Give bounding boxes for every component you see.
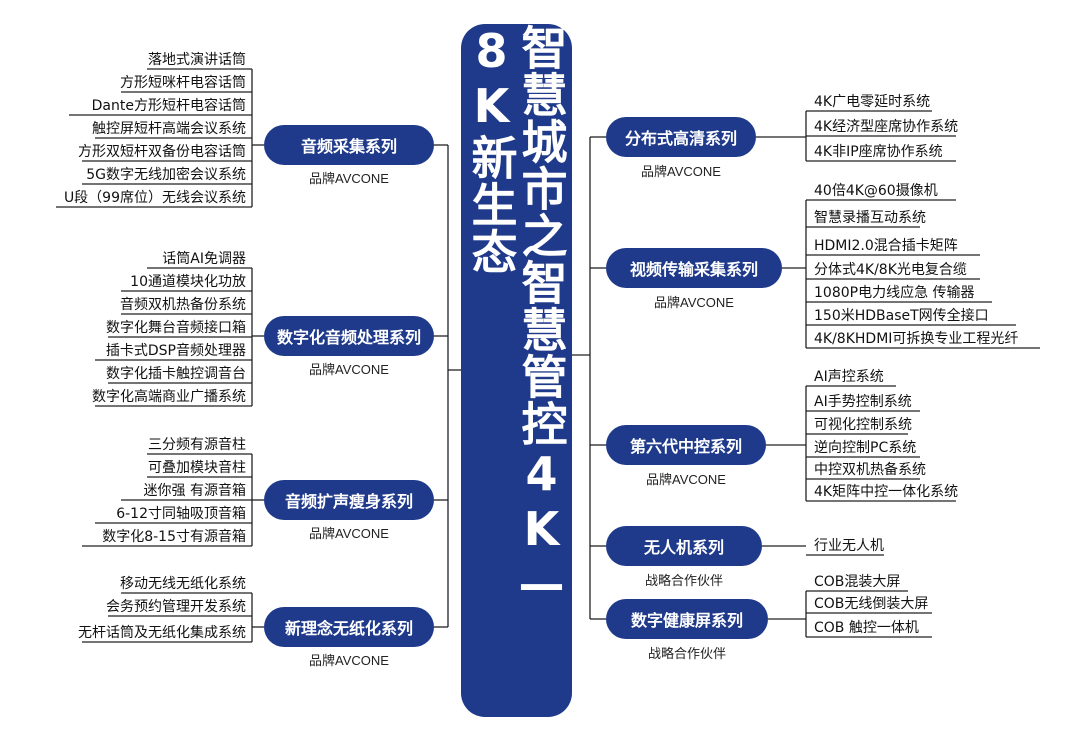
- list-item: 5G数字无线加密会议系统: [86, 167, 246, 183]
- central-title-panel: 智慧城市之智慧管控4K—8K新生态: [461, 24, 572, 717]
- list-item: 插卡式DSP音频处理器: [105, 343, 246, 359]
- list-item: 行业无人机: [814, 538, 884, 554]
- list-item: 方形短咪杆电容话筒: [120, 75, 246, 91]
- list-item: 数字化8-15寸有源音箱: [102, 529, 246, 545]
- list-item: COB 触控一体机: [814, 620, 919, 636]
- brand-label: 品牌AVCONE: [309, 526, 389, 541]
- list-item: 智慧录播互动系统: [814, 210, 926, 226]
- list-item: 可视化控制系统: [814, 417, 912, 433]
- list-item: AI手势控制系统: [814, 394, 912, 410]
- category-box-right: 第六代中控系列: [606, 425, 766, 465]
- list-item: 数字化插卡触控调音台: [106, 366, 246, 382]
- list-item: 无杆话筒及无纸化集成系统: [78, 625, 246, 641]
- list-item: 6-12寸同轴吸顶音箱: [116, 506, 246, 522]
- list-item: 触控屏短杆高端会议系统: [92, 121, 246, 137]
- list-item: 4K/8KHDMI可拆换专业工程光纤: [814, 331, 1019, 347]
- list-item: 中控双机热备系统: [814, 462, 926, 478]
- brand-label: 品牌AVCONE: [309, 362, 389, 377]
- brand-label: 战略合作伙伴: [644, 573, 723, 588]
- category-box-left: 数字化音频处理系列: [264, 316, 434, 356]
- category-box-left: 新理念无纸化系列: [264, 607, 434, 647]
- category-box-right: 数字健康屏系列: [606, 599, 768, 639]
- list-item: 40倍4K@60摄像机: [814, 183, 938, 199]
- list-item: 可叠加模块音柱: [148, 460, 246, 476]
- list-item: 数字化舞台音频接口箱: [106, 320, 246, 336]
- list-item: 会务预约管理开发系统: [106, 599, 246, 615]
- list-item: COB混装大屏: [814, 574, 901, 590]
- list-item: 4K矩阵中控一体化系统: [814, 484, 959, 500]
- list-item: 4K非IP座席协作系统: [814, 144, 943, 160]
- list-item: AI声控系统: [814, 369, 884, 385]
- list-item: 方形双短杆双备份电容话筒: [78, 144, 246, 160]
- brand-label: 品牌AVCONE: [646, 472, 726, 487]
- category-box-right: 分布式高清系列: [606, 117, 756, 157]
- category-box-right: 无人机系列: [606, 526, 762, 566]
- category-box-right: 视频传输采集系列: [606, 248, 782, 288]
- list-item: HDMI2.0混合插卡矩阵: [814, 238, 958, 254]
- category-box-left: 音频采集系列: [264, 125, 434, 165]
- list-item: Dante方形短杆电容话筒: [91, 98, 246, 114]
- list-item: U段（99席位）无线会议系统: [63, 190, 246, 206]
- list-item: 三分频有源音柱: [148, 437, 246, 453]
- brand-label: 品牌AVCONE: [654, 295, 734, 310]
- list-item: 1080P电力线应急 传输器: [814, 285, 975, 301]
- brand-label: 品牌AVCONE: [309, 653, 389, 668]
- list-item: 分体式4K/8K光电复合缆: [814, 262, 967, 278]
- brand-label: 品牌AVCONE: [641, 164, 721, 179]
- list-item: 150米HDBaseT网传全接口: [814, 308, 989, 324]
- list-item: 10通道模块化功放: [130, 274, 246, 290]
- list-item: 4K经济型座席协作系统: [814, 119, 959, 135]
- list-item: 移动无线无纸化系统: [120, 576, 246, 592]
- list-item: 音频双机热备份系统: [120, 297, 246, 313]
- category-box-left: 音频扩声瘦身系列: [264, 480, 434, 520]
- list-item: COB无线倒装大屏: [814, 596, 929, 612]
- list-item: 迷你强 有源音箱: [143, 483, 246, 499]
- brand-label: 战略合作伙伴: [647, 646, 726, 661]
- list-item: 逆向控制PC系统: [814, 440, 917, 456]
- central-title: 智慧城市之智慧管控4K—8K新生态: [464, 24, 569, 612]
- brand-label: 品牌AVCONE: [309, 171, 389, 186]
- list-item: 话筒AI免调器: [162, 251, 246, 267]
- list-item: 4K广电零延时系统: [814, 94, 931, 110]
- list-item: 落地式演讲话筒: [148, 52, 246, 68]
- list-item: 数字化高端商业广播系统: [92, 389, 246, 405]
